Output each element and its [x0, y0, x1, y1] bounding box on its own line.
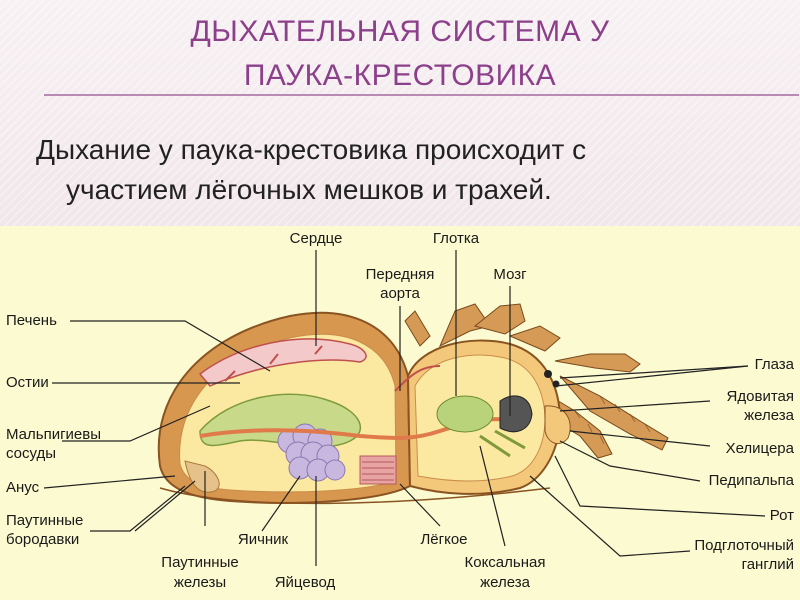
label-pharynx: Глотка	[432, 230, 480, 247]
silk-gland-organ	[184, 460, 220, 493]
label-eyes: Глаза	[754, 356, 794, 373]
label-coxal-gland-1: Коксальная	[464, 554, 546, 571]
slide-header-background	[0, 0, 800, 226]
label-ostia: Остии	[6, 374, 49, 391]
label-anterior-aorta-2: аорта	[380, 285, 420, 302]
brain-organ	[499, 395, 533, 433]
label-anterior-aorta-1: Передняя	[365, 266, 435, 283]
leader-lines	[43, 250, 766, 566]
body-text-line2: участием лёгочных мешков и трахей.	[66, 174, 552, 205]
title-divider	[44, 94, 799, 96]
label-ovary: Яичник	[237, 531, 289, 548]
slide-body-text: Дыхание у паука-крестовика происходит с …	[36, 130, 776, 210]
label-malpighian-1: Мальпигиевы	[6, 426, 102, 443]
label-subpharyngeal-2: ганглий	[741, 556, 794, 573]
label-spinnerets-1: Паутинные	[6, 512, 84, 529]
spider-illustration	[43, 250, 766, 566]
eye-dot	[544, 370, 552, 378]
label-malpighian-2: сосуды	[6, 445, 57, 462]
label-mouth: Рот	[769, 507, 794, 524]
label-silk-glands-2: железы	[173, 574, 227, 591]
label-venom-gland-1: Ядовитая	[726, 388, 794, 405]
label-spinnerets-2: бородавки	[6, 531, 80, 548]
heart-organ	[198, 338, 367, 387]
label-chelicera: Хелицера	[725, 440, 794, 457]
label-silk-glands-1: Паутинные	[161, 554, 239, 571]
slide-title-line1: ДЫХАТЕЛЬНАЯ СИСТЕМА У	[190, 15, 610, 48]
anterior-aorta	[394, 365, 441, 392]
slide-title-line2: ПАУКА-КРЕСТОВИКА	[243, 59, 557, 92]
lung-organ	[359, 455, 397, 485]
label-coxal-gland-2: железа	[480, 574, 530, 591]
eye-dot	[552, 380, 560, 388]
label-heart: Сердце	[289, 230, 343, 247]
label-pedipalp: Педипальпа	[708, 472, 794, 489]
label-venom-gland-2: железа	[744, 407, 794, 424]
spider-legs	[404, 303, 669, 459]
chelicera-part	[544, 405, 571, 445]
label-anus: Анус	[6, 479, 40, 496]
sucking-stomach	[436, 395, 494, 433]
body-text-line1: Дыхание у паука-крестовика происходит с	[36, 134, 587, 165]
label-lung: Лёгкое	[420, 531, 468, 548]
label-liver: Печень	[6, 312, 57, 329]
label-brain: Мозг	[493, 266, 527, 283]
spider-anatomy-diagram: Сердце Глотка Передняя аорта Мозг Печень…	[0, 226, 800, 600]
label-oviduct: Яйцевод	[274, 574, 336, 591]
label-subpharyngeal-1: Подглоточный	[694, 537, 794, 554]
